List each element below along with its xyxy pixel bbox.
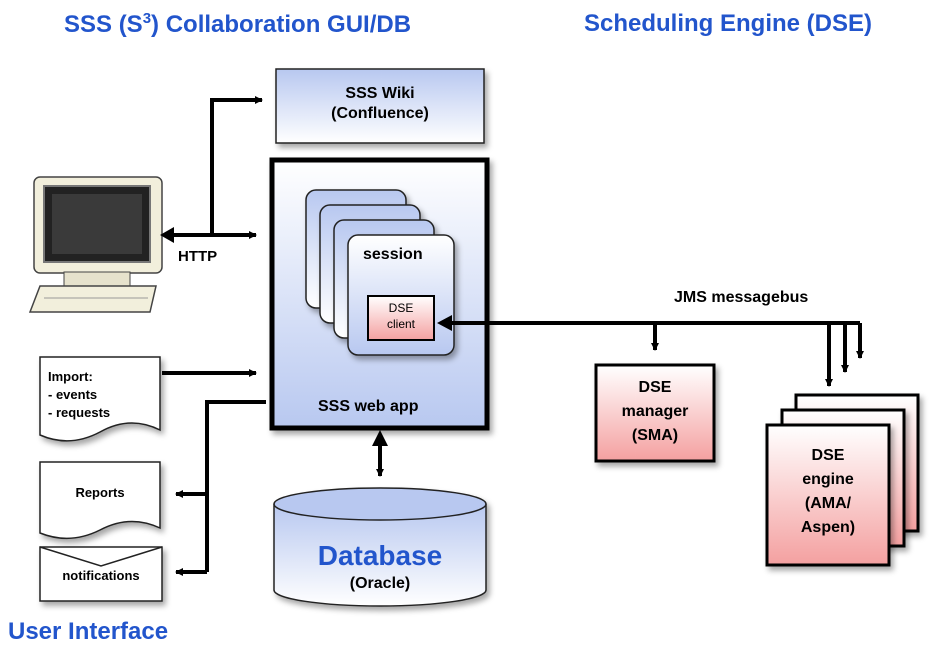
computer-icon (28, 176, 163, 313)
import-line1: Import: (48, 369, 93, 384)
dse-client-line2: client (386, 317, 415, 331)
dse-manager-box (594, 363, 716, 463)
reports-document (39, 461, 161, 539)
dse-engine-line4: Aspen) (800, 519, 856, 536)
dse-manager-line1: DSE (638, 379, 672, 396)
http-label: HTTP (178, 248, 218, 265)
reports-label: Reports (75, 485, 125, 500)
dse-manager-label: DSE manager (SMA) (596, 376, 714, 448)
import-line2: - events (48, 387, 98, 402)
dse-engine-line3: (AMA/ (804, 495, 852, 512)
dse-engine-line1: DSE (811, 447, 845, 464)
session-label: session (363, 246, 423, 263)
wiki-line2: (Confluence) (331, 105, 429, 122)
database-subtitle: (Oracle) (349, 575, 411, 592)
dse-manager-line3: (SMA) (631, 427, 679, 444)
notifications-label: notifications (62, 568, 140, 583)
import-document (39, 356, 161, 442)
header-collaboration: SSS (S3) Collaboration GUI/DB (64, 10, 411, 39)
header-user-interface: User Interface (8, 618, 169, 645)
connectors (162, 96, 864, 576)
dse-manager-line2: manager (621, 403, 689, 420)
import-line3: - requests (48, 405, 111, 420)
database-cylinder (273, 487, 487, 607)
dse-client-label: DSE client (368, 300, 434, 332)
wiki-line1: SSS Wiki (345, 85, 415, 102)
header-scheduling-engine: Scheduling Engine (DSE) (584, 10, 873, 37)
notifications-envelope (39, 546, 163, 602)
jms-label: JMS messagebus (674, 289, 809, 306)
wiki-label: SSS Wiki (Confluence) (276, 84, 484, 124)
header-left-suffix: ) Collaboration GUI/DB (151, 11, 412, 38)
dse-client-box (367, 295, 435, 341)
header-superscript: 3 (142, 10, 152, 27)
database-title: Database (317, 540, 443, 571)
wiki-arrow (210, 96, 263, 235)
arrowheads (160, 227, 452, 446)
header-left-prefix: SSS (S (64, 11, 143, 38)
dse-engine-label: DSE engine (AMA/ Aspen) (767, 444, 889, 540)
wiki-box (275, 68, 485, 144)
dse-engine-box (765, 423, 891, 567)
webapp-label: SSS web app (318, 398, 419, 415)
dse-client-line1: DSE (388, 301, 414, 315)
import-label: Import: - events - requests (48, 368, 158, 422)
dse-engine-line2: engine (802, 471, 854, 488)
output-line (205, 400, 266, 572)
